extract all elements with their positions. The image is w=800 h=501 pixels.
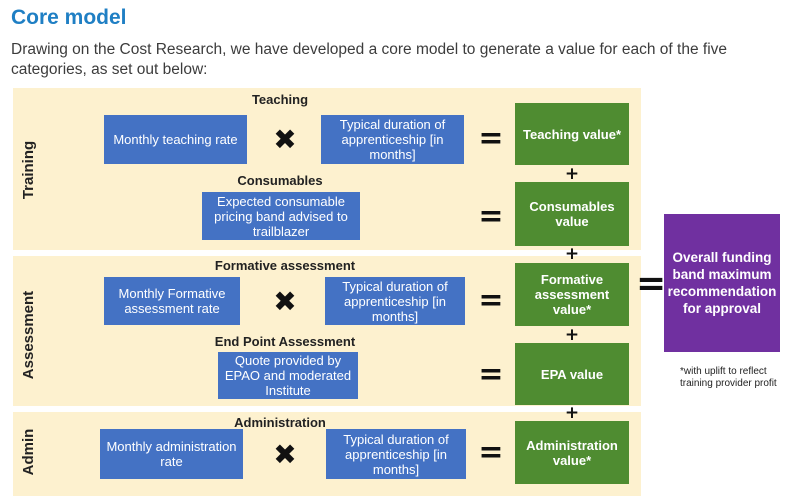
teaching-duration-box: Typical duration of apprenticeship [in m… <box>321 115 464 164</box>
multiply-icon: ✖ <box>273 123 297 156</box>
formative-duration-box: Typical duration of apprenticeship [in m… <box>325 277 465 325</box>
plus-icon: + <box>564 244 580 264</box>
heading-teaching: Teaching <box>251 92 309 107</box>
equals-icon: = <box>478 199 504 234</box>
teaching-value-box: Teaching value* <box>515 103 629 165</box>
consumable-pricing-band-box: Expected consumable pricing band advised… <box>202 192 360 240</box>
equals-icon: = <box>478 121 504 156</box>
epa-value-box: EPA value <box>515 343 629 405</box>
equals-icon: = <box>478 357 504 392</box>
plus-icon: + <box>564 164 580 184</box>
equals-icon: = <box>478 435 504 470</box>
epao-quote-box: Quote provided by EPAO and moderated Ins… <box>218 352 358 399</box>
heading-administration: Administration <box>234 415 326 430</box>
equals-total-icon: = <box>636 263 667 304</box>
monthly-administration-rate-box: Monthly administration rate <box>100 429 243 479</box>
multiply-icon: ✖ <box>273 438 297 471</box>
plus-icon: + <box>564 325 580 345</box>
heading-end-point-assessment: End Point Assessment <box>214 334 356 349</box>
administration-duration-box: Typical duration of apprenticeship [in m… <box>326 429 466 479</box>
heading-formative-assessment: Formative assessment <box>214 258 356 273</box>
heading-consumables: Consumables <box>237 173 323 188</box>
section-label-training: Training <box>20 140 37 200</box>
monthly-formative-rate-box: Monthly Formative assessment rate <box>104 277 240 325</box>
section-label-assessment: Assessment <box>20 290 37 380</box>
multiply-icon: ✖ <box>273 285 297 318</box>
consumables-value-box: Consumables value <box>515 182 629 246</box>
formative-assessment-value-box: Formative assessment value* <box>515 263 629 326</box>
uplift-footnote: *with uplift to reflect training provide… <box>680 366 777 389</box>
intro-text: Drawing on the Cost Research, we have de… <box>11 41 728 78</box>
monthly-teaching-rate-box: Monthly teaching rate <box>104 115 247 164</box>
overall-funding-band-box: Overall funding band maximum recommendat… <box>664 214 780 352</box>
section-label-admin: Admin <box>20 428 37 476</box>
plus-icon: + <box>564 403 580 423</box>
equals-icon: = <box>478 283 504 318</box>
administration-value-box: Administration value* <box>515 421 629 484</box>
page-title: Core model <box>11 6 127 29</box>
